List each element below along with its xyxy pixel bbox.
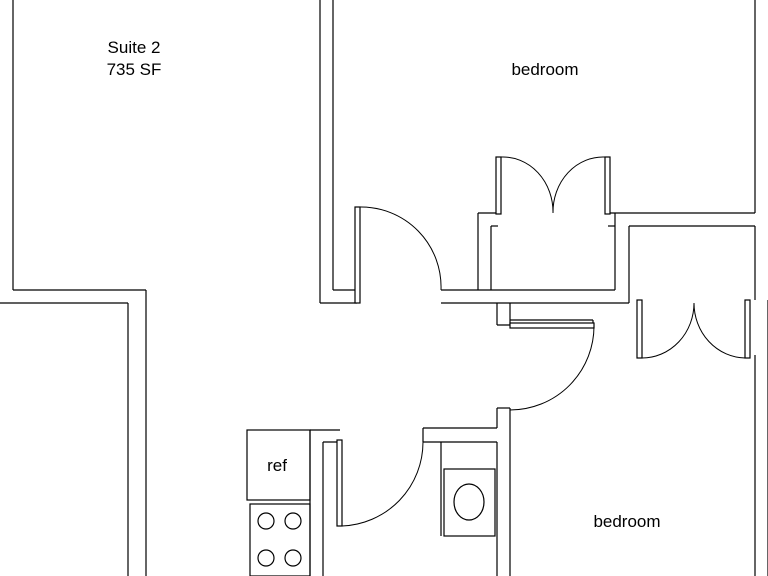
wall-top-closet [441,212,629,304]
wall-left-suite-upper [0,0,147,576]
wall-hallway [422,303,594,576]
label-refrigerator: ref [267,456,287,475]
door-top-closet-left [495,156,554,215]
door-right-closet-right [693,299,751,359]
label-bedroom-top: bedroom [511,60,578,79]
stove [249,503,311,576]
label-bedroom-bottom: bedroom [593,512,660,531]
door-top-bedroom [354,206,442,304]
wall-kitchen [309,429,442,576]
burner-icon [284,549,302,567]
door-right-closet-left [636,299,695,359]
door-bathroom [336,439,424,527]
refrigerator [246,429,311,501]
wall-right-closet [628,225,768,576]
door-top-closet-right [552,156,611,215]
burner-icon [257,512,275,530]
burner-icon [284,512,302,530]
suite-area: 735 SF [107,60,162,79]
washer [443,468,496,537]
door-hallway-bedroom [509,322,595,411]
burner-icon [257,549,275,567]
suite-name: Suite 2 [108,38,161,57]
wall-top-bedroom [319,0,756,304]
